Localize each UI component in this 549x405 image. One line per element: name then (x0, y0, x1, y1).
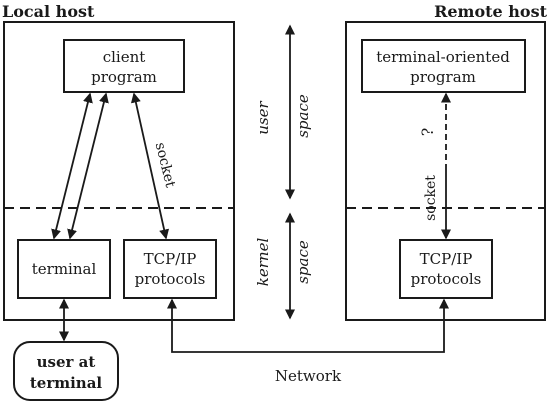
client-socket-arrow (130, 92, 170, 240)
unknown-mark: ? (418, 128, 437, 137)
remote-tcpip-box (399, 239, 493, 299)
client-terminal-arrow-right (67, 92, 109, 240)
remote-host-title: Remote host (434, 2, 548, 21)
terminal-label: terminal (32, 260, 97, 278)
client-program-box (63, 39, 185, 93)
kernel-space-label-line1: kernel (254, 238, 272, 287)
local-tcpip-label-line1: TCP/IP (144, 250, 197, 268)
kernel-space-label-line2: space (294, 240, 312, 284)
network-label: Network (275, 367, 342, 385)
user-space-label-line2: space (294, 94, 312, 138)
remote-tcpip-label-line2: protocols (411, 270, 482, 288)
network-link (167, 298, 449, 353)
terminal-oriented-program-box (361, 39, 526, 93)
client-terminal-arrow-left (51, 92, 93, 240)
socket-label-remote: socket (423, 175, 439, 221)
terminal-oriented-program-label-line2: program (410, 68, 476, 86)
user-at-terminal-label-line1: user at (37, 353, 96, 371)
local-tcpip-label-line2: protocols (135, 270, 206, 288)
client-program-label-line2: program (91, 68, 157, 86)
socket-label-local: socket (152, 141, 179, 190)
terminal-box (17, 239, 111, 299)
user-space-label-line1: user (254, 100, 272, 134)
terminal-oriented-program-label-line1: terminal-oriented (376, 48, 510, 66)
remote-tcpip-label-line1: TCP/IP (420, 250, 473, 268)
user-at-terminal-box (13, 341, 119, 401)
local-tcpip-box (123, 239, 217, 299)
user-at-terminal-label-line2: terminal (30, 374, 103, 392)
client-program-label-line1: client (103, 48, 146, 66)
local-host-title: Local host (2, 2, 95, 21)
local-host-frame (3, 21, 235, 321)
remote-host-frame (345, 21, 546, 321)
